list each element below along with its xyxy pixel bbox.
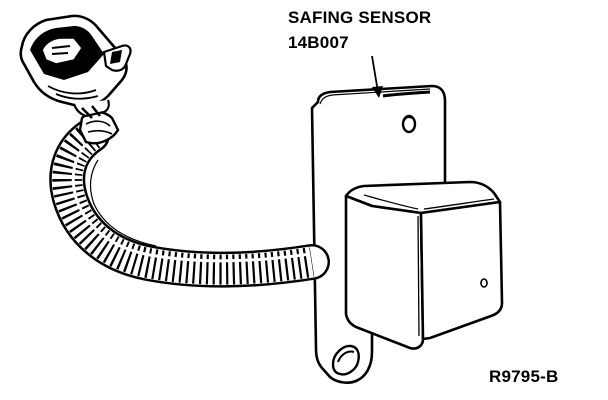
upper-mounting-hole: [401, 114, 417, 134]
callout-part-number: 14B007: [288, 33, 349, 52]
wiring-harness-conduit: [49, 117, 330, 288]
callout-leader-arrow: [371, 55, 383, 98]
lower-mounting-slot: [331, 344, 360, 376]
sensor-module: [344, 180, 504, 350]
figure-id: R9795-B: [489, 367, 559, 386]
electrical-connector: [19, 14, 132, 119]
callout-part-name: SAFING SENSOR: [288, 8, 432, 27]
